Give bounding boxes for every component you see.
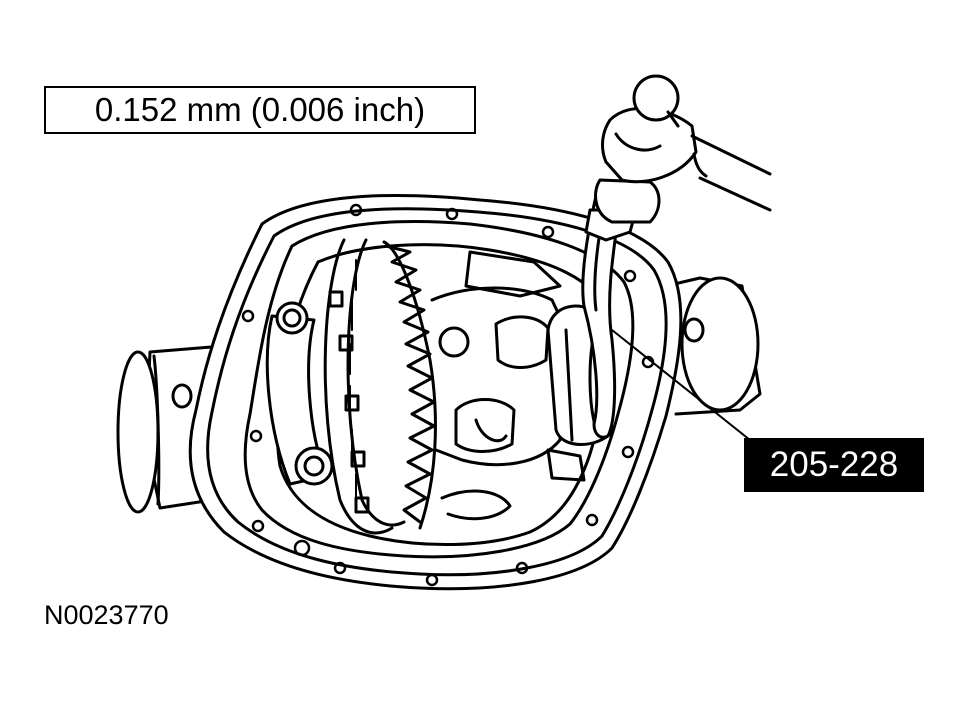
clearance-spec-label: 0.152 mm (0.006 inch)	[44, 86, 476, 134]
clearance-spec-text: 0.152 mm (0.006 inch)	[94, 91, 426, 128]
tool-number-text: 205-228	[769, 445, 899, 484]
tool-number-callout: 205-228	[744, 438, 924, 492]
housing-interior-cavity	[275, 243, 611, 547]
figure-id: N0023770	[44, 600, 169, 630]
housing-cover-rim	[243, 220, 635, 559]
tool-leader-line	[611, 329, 761, 449]
tool-205-228	[581, 178, 661, 439]
cover-bolt-holes	[241, 203, 655, 587]
hammer	[601, 74, 772, 212]
housing-flange-inner-edge	[206, 207, 668, 577]
ring-gear	[323, 238, 437, 535]
left-bearing-cap	[265, 301, 334, 486]
